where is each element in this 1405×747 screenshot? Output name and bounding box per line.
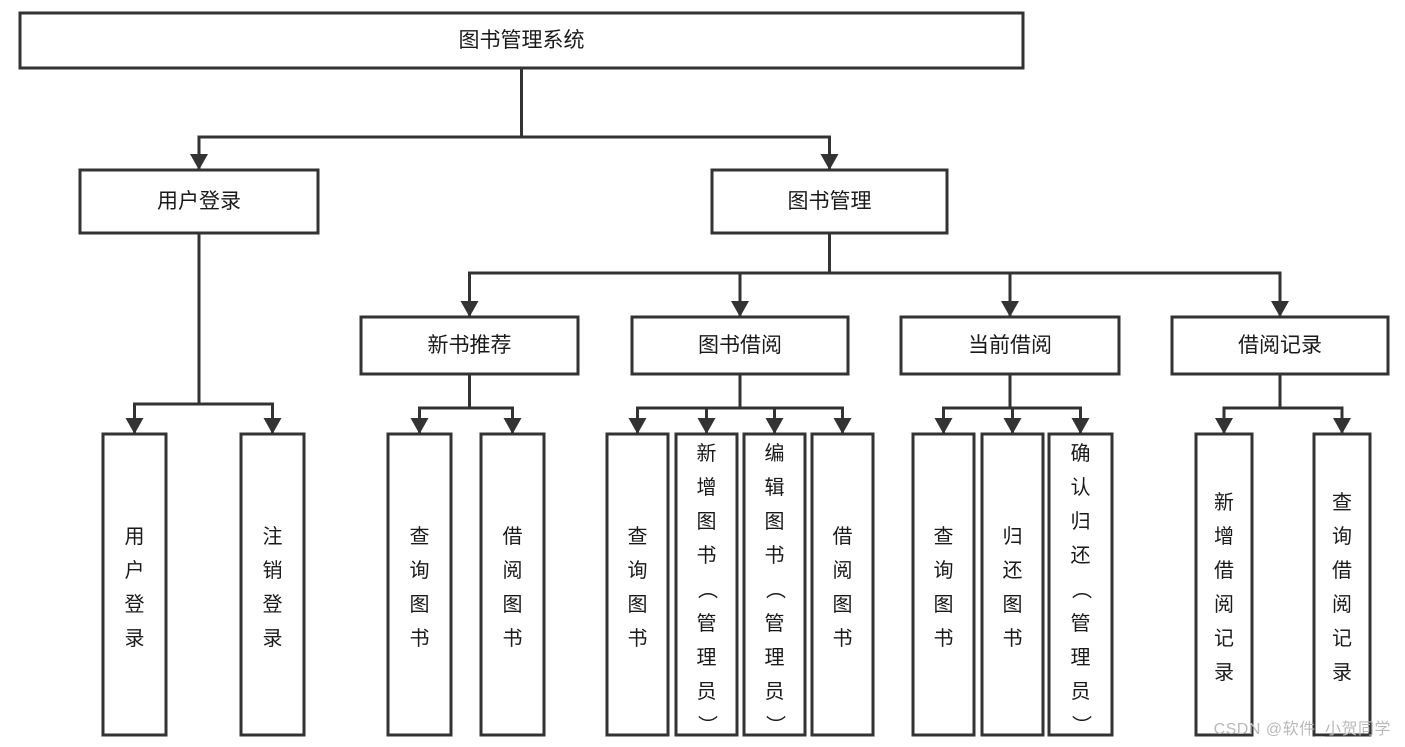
arrow-head-icon xyxy=(1271,301,1289,317)
node-label: 当前借阅 xyxy=(968,334,1052,357)
node-box xyxy=(359,315,580,376)
node-leaf-add-book[interactable]: 新增图书（管理员） xyxy=(674,432,739,737)
node-box xyxy=(101,432,168,737)
node-label: 编辑图书（管理员） xyxy=(765,442,786,737)
node-leaf-confirm-return[interactable]: 确认归还（管理员） xyxy=(1047,432,1114,737)
arrow-head-icon xyxy=(765,418,784,434)
node-label: 确认归还（管理员） xyxy=(1071,442,1092,737)
arrow-head-icon xyxy=(263,418,282,434)
node-leaf-logout[interactable]: 注销登录 xyxy=(239,432,306,737)
arrow-head-icon xyxy=(628,418,647,434)
node-leaf-edit-book[interactable]: 编辑图书（管理员） xyxy=(742,432,807,737)
node-box xyxy=(1312,432,1372,737)
arrow-head-icon xyxy=(460,301,479,317)
node-layer: 图书管理系统用户登录图书管理新书推荐图书借阅当前借阅借阅记录用户登录注销登录查询… xyxy=(18,11,1390,737)
node-label: 图书管理 xyxy=(788,190,872,213)
arrow-head-icon xyxy=(731,301,749,317)
watermark-text: CSDN @软件_小贺同学 xyxy=(1213,721,1391,738)
node-label: 借阅图书 xyxy=(503,525,523,650)
arrow-head-icon xyxy=(934,418,953,434)
arrow-head-icon xyxy=(190,154,208,170)
node-current-borrow[interactable]: 当前借阅 xyxy=(899,315,1121,376)
node-box xyxy=(980,432,1045,737)
node-book-manage[interactable]: 图书管理 xyxy=(710,168,949,235)
node-undefined[interactable]: 图书管理系统 xyxy=(18,11,1025,70)
node-box xyxy=(1194,432,1254,737)
arrow-head-icon xyxy=(1215,418,1233,434)
node-box xyxy=(78,168,320,235)
node-box xyxy=(911,432,976,737)
node-box xyxy=(386,432,453,737)
node-leaf-add-record[interactable]: 新增借阅记录 xyxy=(1194,432,1254,737)
node-leaf-query-book-3[interactable]: 查询图书 xyxy=(911,432,976,737)
node-box xyxy=(674,432,739,737)
node-label: 新书推荐 xyxy=(428,334,512,357)
arrow-head-icon xyxy=(820,154,839,170)
node-box xyxy=(742,432,807,737)
node-borrow-record[interactable]: 借阅记录 xyxy=(1170,315,1390,376)
arrow-head-icon xyxy=(1001,301,1019,317)
node-label: 图书管理系统 xyxy=(459,29,585,52)
arrow-head-icon xyxy=(410,418,429,434)
node-leaf-query-record[interactable]: 查询借阅记录 xyxy=(1312,432,1372,737)
node-label: 新增借阅记录 xyxy=(1214,491,1234,684)
arrow-head-icon xyxy=(1003,418,1022,434)
node-label: 图书借阅 xyxy=(698,334,782,357)
node-label: 归还图书 xyxy=(1003,525,1023,650)
node-box xyxy=(239,432,306,737)
node-leaf-return-book[interactable]: 归还图书 xyxy=(980,432,1045,737)
node-box xyxy=(1047,432,1114,737)
arrow-head-icon xyxy=(697,418,716,434)
node-user-login[interactable]: 用户登录 xyxy=(78,168,320,235)
arrow-head-icon xyxy=(833,418,852,434)
node-label: 用户登录 xyxy=(125,526,145,650)
node-box xyxy=(18,11,1025,70)
node-label: 查询借阅记录 xyxy=(1332,491,1352,684)
arrow-head-icon xyxy=(125,418,144,434)
node-label: 查询图书 xyxy=(410,525,430,650)
node-label: 查询图书 xyxy=(628,525,648,650)
node-new-book-recommend[interactable]: 新书推荐 xyxy=(359,315,580,376)
arrow-head-icon xyxy=(503,418,522,434)
node-box xyxy=(710,168,949,235)
node-box xyxy=(605,432,670,737)
node-book-borrow[interactable]: 图书借阅 xyxy=(630,315,850,376)
node-label: 注销登录 xyxy=(263,525,283,650)
arrow-head-icon xyxy=(1071,418,1090,434)
node-box xyxy=(810,432,875,737)
node-box xyxy=(1170,315,1390,376)
node-label: 借阅记录 xyxy=(1238,334,1322,357)
node-label: 新增图书（管理员） xyxy=(697,442,718,737)
node-label: 借阅图书 xyxy=(833,525,853,650)
node-leaf-borrow-book-2[interactable]: 借阅图书 xyxy=(810,432,875,737)
node-leaf-user-login[interactable]: 用户登录 xyxy=(101,432,168,737)
node-leaf-query-book-1[interactable]: 查询图书 xyxy=(386,432,453,737)
connector-layer xyxy=(125,66,1351,435)
node-label: 查询图书 xyxy=(934,525,954,650)
node-box xyxy=(899,315,1121,376)
node-box xyxy=(630,315,850,376)
node-leaf-query-book-2[interactable]: 查询图书 xyxy=(605,432,670,737)
node-label: 用户登录 xyxy=(157,190,241,213)
node-box xyxy=(479,432,546,737)
arrow-head-icon xyxy=(1333,418,1351,434)
node-leaf-borrow-book-1[interactable]: 借阅图书 xyxy=(479,432,546,737)
